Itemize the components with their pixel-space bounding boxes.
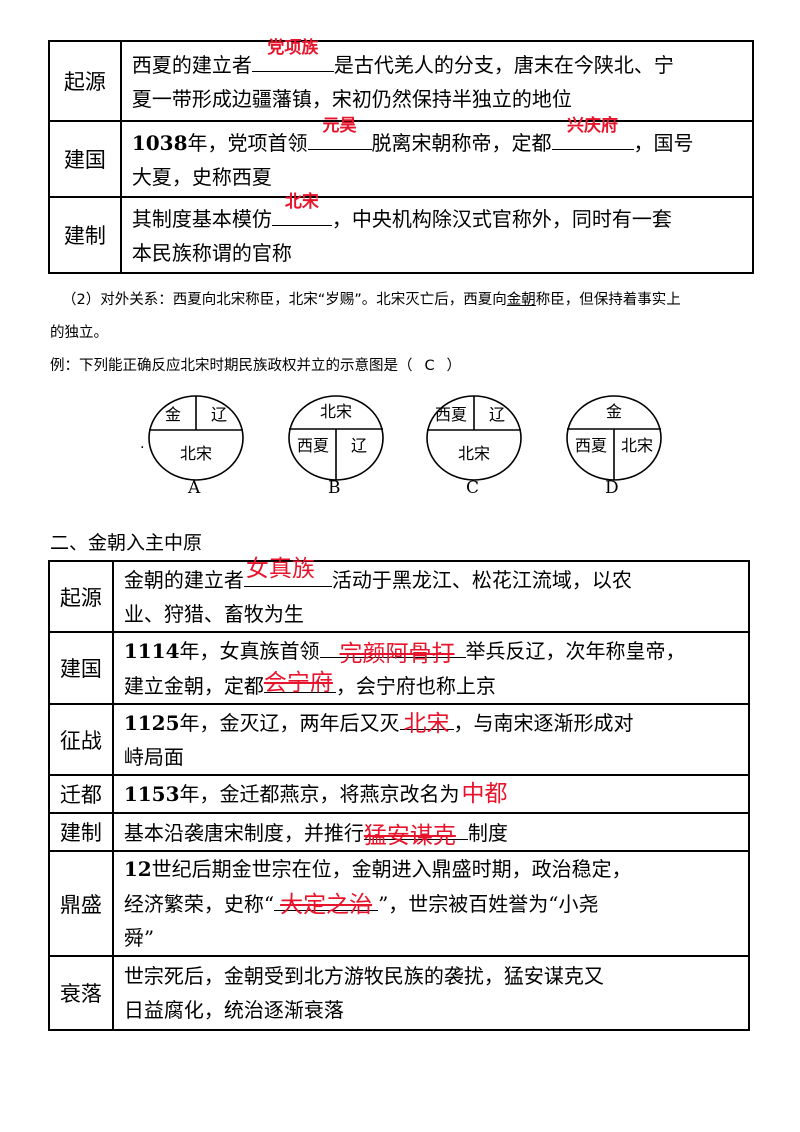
- answer-text: 中都: [461, 781, 508, 807]
- jin-table: 起源 金朝的建立者女真族活动于黑龙江、松花江流域，以农 业、狩猎、畜牧为生 建国…: [48, 556, 751, 1031]
- region-label: 北宋: [180, 444, 212, 463]
- row-content: 1114年，女真族首领完颜阿骨打举兵反辽，次年称皇帝， 建立金朝，定都会宁府，会…: [111, 631, 751, 705]
- fill-blank: 大定之治: [274, 886, 379, 918]
- row-content: 1153年，金迁都燕京，将燕京改名为中都: [111, 774, 751, 814]
- row-label: 迁都: [48, 774, 114, 814]
- answer-text: 女真族: [245, 556, 315, 582]
- fill-blank: 元昊: [307, 116, 372, 150]
- fill-blank: 女真族: [243, 556, 332, 587]
- example-question: 例：下列能正确反应北宋时期民族政权并立的示意图是（C）: [50, 358, 461, 374]
- table-row: 建制 基本沿袭唐宋制度，并推行猛安谋克制度: [48, 812, 751, 852]
- row-label: 起源: [48, 560, 114, 633]
- region-label: 金: [606, 402, 622, 421]
- diagram-a-svg: 金 辽 北宋: [148, 395, 244, 481]
- relations-paragraph-line2: 的独立。: [50, 325, 108, 341]
- row-label: 鼎盛: [48, 850, 114, 957]
- section-heading: 二、金朝入主中原: [50, 532, 203, 554]
- option-letter: D: [605, 478, 619, 498]
- row-label: 建国: [48, 120, 122, 198]
- fill-blank: 猛安谋克: [363, 815, 468, 849]
- diagram-option-a: 金 辽 北宋: [146, 393, 246, 513]
- answer-text: 党项族: [267, 37, 319, 58]
- answer-text: 北宋: [284, 191, 319, 212]
- region-label: 辽: [489, 405, 505, 424]
- table-row: 迁都 1153年，金迁都燕京，将燕京改名为中都: [48, 774, 751, 814]
- row-label: 建制: [48, 196, 122, 274]
- option-letter: C: [466, 478, 480, 498]
- region-label: 北宋: [621, 436, 653, 455]
- row-content: 西夏的建立者党项族是古代羌人的分支，唐末在今陕北、宁 夏一带形成边疆藩镇，宋初仍…: [119, 38, 755, 122]
- diagram-c-svg: 西夏 辽 北宋: [426, 395, 522, 481]
- row-content: 12世纪后期金世宗在位，金朝进入鼎盛时期，政治稳定， 经济繁荣，史称“大定之治”…: [111, 850, 751, 957]
- example-answer: C: [424, 358, 435, 374]
- stray-dot: ·: [140, 440, 145, 456]
- diagram-b-svg: 北宋 西夏 辽: [288, 395, 384, 481]
- table-row: 征战 1125年，金灭辽，两年后又灭北宋，与南宋逐渐形成对 峙局面: [48, 703, 751, 776]
- row-content: 其制度基本模仿北宋，中央机构除汉式官称外，同时有一套 本民族称谓的官称: [119, 192, 755, 274]
- region-label: 北宋: [320, 402, 352, 421]
- fill-blank: 会宁府: [263, 668, 336, 696]
- row-content: 1038年，党项首领元昊脱离宋朝称帝，定都兴庆府，国号 大夏，史称西夏: [119, 116, 755, 198]
- table-row: 鼎盛 12世纪后期金世宗在位，金朝进入鼎盛时期，政治稳定， 经济繁荣，史称“大定…: [48, 850, 751, 957]
- diagram-option-d: 金 西夏 北宋: [564, 393, 664, 513]
- region-label: 西夏: [297, 436, 329, 455]
- region-label: 金: [165, 405, 181, 424]
- row-content: 1125年，金灭辽，两年后又灭北宋，与南宋逐渐形成对 峙局面: [111, 703, 751, 776]
- region-label: 北宋: [458, 444, 490, 463]
- option-letter: A: [188, 478, 201, 498]
- answer-text: 元昊: [322, 115, 357, 136]
- table-row: 建制 其制度基本模仿北宋，中央机构除汉式官称外，同时有一套 本民族称谓的官称: [48, 192, 755, 274]
- fill-blank: 北宋: [271, 192, 332, 226]
- answer-text: 北宋: [403, 711, 450, 737]
- table-row: 建国 1114年，女真族首领完颜阿骨打举兵反辽，次年称皇帝， 建立金朝，定都会宁…: [48, 631, 751, 705]
- fill-blank: 中都: [460, 777, 514, 807]
- row-label: 建制: [48, 812, 114, 852]
- option-letter: B: [328, 478, 341, 498]
- row-content: 世宗死后，金朝受到北方游牧民族的袭扰，猛安谋克又 日益腐化，统治逐渐衰落: [111, 955, 751, 1031]
- region-label: 辽: [351, 436, 367, 455]
- row-content: 金朝的建立者女真族活动于黑龙江、松花江流域，以农 业、狩猎、畜牧为生: [111, 556, 751, 633]
- diagram-option-b: 北宋 西夏 辽: [286, 393, 386, 513]
- region-label: 西夏: [435, 405, 467, 424]
- row-content: 基本沿袭唐宋制度，并推行猛安谋克制度: [111, 812, 751, 852]
- row-label: 征战: [48, 703, 114, 776]
- row-label: 衰落: [48, 955, 114, 1031]
- diagram-option-c: 西夏 辽 北宋: [424, 393, 524, 513]
- table-row: 起源 金朝的建立者女真族活动于黑龙江、松花江流域，以农 业、狩猎、畜牧为生: [48, 556, 751, 633]
- answer-text: 猛安谋克: [363, 822, 456, 849]
- region-label: 西夏: [575, 436, 607, 455]
- answer-text: 兴庆府: [567, 115, 618, 136]
- row-label: 建国: [48, 631, 114, 705]
- xixia-table: 起源 西夏的建立者党项族是古代羌人的分支，唐末在今陕北、宁 夏一带形成边疆藩镇，…: [48, 38, 755, 274]
- table-row: 起源 西夏的建立者党项族是古代羌人的分支，唐末在今陕北、宁 夏一带形成边疆藩镇，…: [48, 38, 755, 122]
- answer-text: 大定之治: [280, 892, 373, 918]
- diagram-d-svg: 金 西夏 北宋: [566, 395, 662, 481]
- relations-paragraph-line1: （2）对外关系：西夏向北宋称臣，北宋“岁赐”。北宋灭亡后，西夏向金朝称臣，但保持…: [62, 292, 681, 308]
- row-label: 起源: [48, 40, 122, 122]
- table-row: 建国 1038年，党项首领元昊脱离宋朝称帝，定都兴庆府，国号 大夏，史称西夏: [48, 116, 755, 198]
- answer-text: 会宁府: [263, 670, 333, 696]
- answer-text: 完颜阿骨打: [339, 641, 455, 667]
- fill-blank: 兴庆府: [551, 116, 634, 150]
- table-row: 衰落 世宗死后，金朝受到北方游牧民族的袭扰，猛安谋克又 日益腐化，统治逐渐衰落: [48, 955, 751, 1031]
- fill-blank: 党项族: [251, 38, 334, 72]
- fill-blank: 完颜阿骨打: [319, 633, 466, 667]
- region-label: 辽: [211, 405, 227, 424]
- fill-blank: 北宋: [399, 705, 454, 737]
